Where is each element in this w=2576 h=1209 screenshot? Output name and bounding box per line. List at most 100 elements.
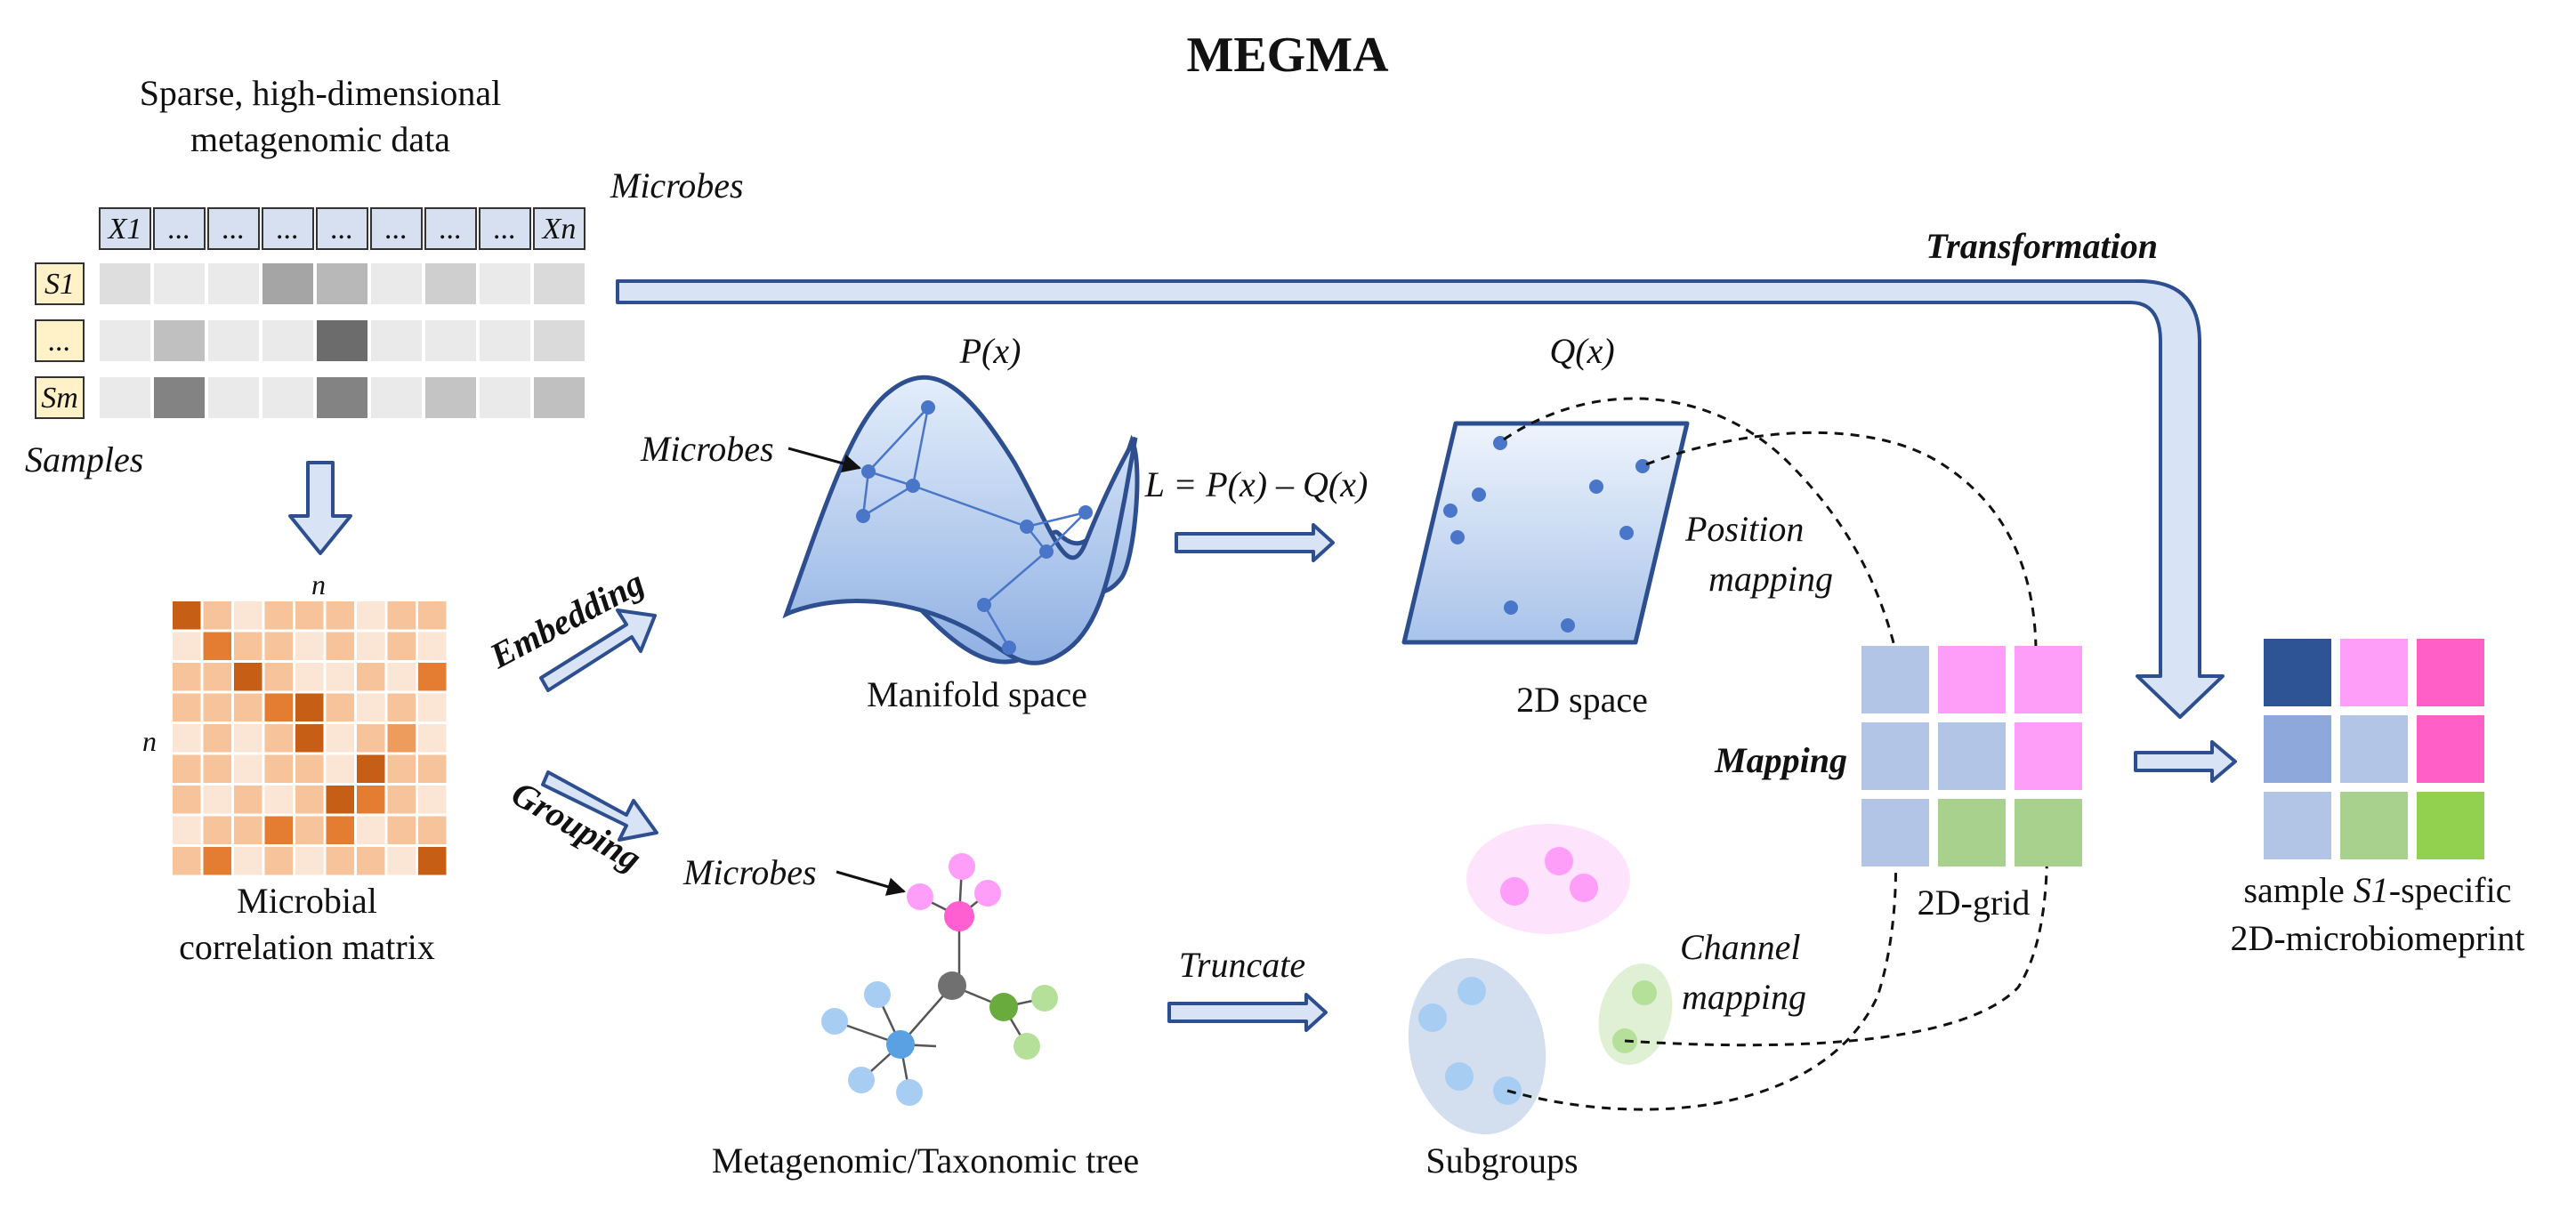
diagram-title: MEGMA bbox=[1186, 28, 1389, 83]
matrix-cell bbox=[326, 816, 354, 844]
pink-subgroup bbox=[1466, 824, 1630, 934]
matrix-cell bbox=[387, 663, 416, 691]
matrix-cell bbox=[264, 786, 293, 814]
matrix-cell bbox=[173, 754, 201, 783]
column-header-cell bbox=[533, 207, 585, 250]
matrix-cell bbox=[387, 816, 416, 844]
matrix-label-line2: correlation matrix bbox=[179, 927, 435, 967]
matrix-cell bbox=[357, 816, 385, 844]
matrix-cell bbox=[326, 693, 354, 721]
grid-2d-cell bbox=[1938, 646, 2006, 713]
output-cell bbox=[2264, 639, 2331, 706]
matrix-label-line1: Microbial bbox=[237, 881, 377, 921]
matrix-cell bbox=[326, 847, 354, 875]
space-2d-section: Q(x) 2D space bbox=[1401, 331, 1690, 720]
data-cell bbox=[480, 377, 530, 418]
matrix-cell bbox=[418, 724, 447, 753]
matrix-cell bbox=[234, 693, 262, 721]
data-cell bbox=[208, 377, 259, 418]
data-cell bbox=[154, 377, 205, 418]
column-header-cell bbox=[316, 207, 368, 250]
matrix-cell bbox=[203, 754, 231, 783]
column-header-label: ... bbox=[222, 213, 246, 246]
manifold-space-label: Manifold space bbox=[867, 674, 1087, 714]
input-microbes-label: Microbes bbox=[610, 165, 744, 206]
data-cell bbox=[534, 320, 585, 361]
grid-2d-cell bbox=[1938, 722, 2006, 790]
correlation-matrix bbox=[173, 601, 447, 875]
matrix-cell bbox=[234, 816, 262, 844]
data-cell bbox=[317, 377, 367, 418]
samples-label: Samples bbox=[25, 439, 143, 480]
tree-to-subgroups-arrow bbox=[1167, 993, 1328, 1032]
matrix-cell bbox=[387, 632, 416, 660]
data-cell bbox=[262, 377, 313, 418]
data-cell bbox=[100, 377, 150, 418]
matrix-cell bbox=[387, 847, 416, 875]
channel-mapping-line2: mapping bbox=[1682, 977, 1806, 1017]
matrix-cell bbox=[203, 724, 231, 753]
matrix-cell bbox=[264, 754, 293, 783]
data-cell bbox=[425, 320, 476, 361]
matrix-cell bbox=[234, 632, 262, 660]
mapping-label: Mapping bbox=[1714, 740, 1847, 780]
matrix-cell bbox=[203, 786, 231, 814]
matrix-cell bbox=[326, 754, 354, 783]
matrix-cell bbox=[203, 601, 231, 630]
grid-2d-cell bbox=[2015, 799, 2082, 866]
matrix-cell bbox=[295, 847, 324, 875]
output-label-suffix: -specific bbox=[2389, 870, 2512, 910]
data-cell bbox=[371, 320, 422, 361]
grid-2d-cell bbox=[1861, 722, 1929, 790]
manifold-microbes-label: Microbes bbox=[640, 429, 774, 469]
plane-2d bbox=[1401, 421, 1690, 645]
column-header-cell bbox=[424, 207, 477, 250]
matrix-cell bbox=[203, 693, 231, 721]
data-cell bbox=[534, 263, 585, 304]
position-mapping-line1: Position bbox=[1684, 509, 1804, 549]
matrix-cell bbox=[295, 754, 324, 783]
column-header-label: X1 bbox=[107, 213, 142, 246]
correlation-matrix-section: n n Microbial correlation matrix bbox=[142, 568, 447, 967]
manifold-space-section: P(x) Microbes Man bbox=[640, 331, 1140, 714]
matrix-cell bbox=[357, 663, 385, 691]
column-header-label: ... bbox=[385, 213, 408, 246]
data-cell bbox=[425, 377, 476, 418]
grid-2d-cell bbox=[2015, 646, 2082, 713]
data-cell bbox=[262, 263, 313, 304]
output-cell bbox=[2417, 792, 2484, 859]
matrix-cell bbox=[295, 693, 324, 721]
matrix-cell bbox=[173, 786, 201, 814]
column-header-cell bbox=[262, 207, 314, 250]
matrix-cell bbox=[173, 724, 201, 753]
matrix-cell bbox=[203, 663, 231, 691]
matrix-cell bbox=[234, 847, 262, 875]
matrix-cell bbox=[418, 816, 447, 844]
matrix-cell bbox=[173, 847, 201, 875]
grid-to-output-arrow bbox=[2134, 740, 2237, 783]
matrix-cell bbox=[418, 663, 447, 691]
matrix-cell bbox=[326, 786, 354, 814]
taxonomic-tree-section: Microbes bbox=[682, 852, 1139, 1181]
space-2d-label: 2D space bbox=[1516, 680, 1648, 720]
matrix-cell bbox=[357, 693, 385, 721]
output-cell bbox=[2340, 715, 2408, 783]
output-cell bbox=[2264, 715, 2331, 783]
matrix-cell bbox=[418, 632, 447, 660]
data-cell bbox=[480, 263, 530, 304]
data-cell bbox=[317, 263, 367, 304]
matrix-cell bbox=[295, 632, 324, 660]
data-cell bbox=[100, 263, 150, 304]
column-header-cell bbox=[99, 207, 151, 250]
data-cell bbox=[208, 320, 259, 361]
matrix-cell bbox=[357, 601, 385, 630]
input-title-line2: metagenomic data bbox=[190, 119, 450, 159]
matrix-cell bbox=[357, 847, 385, 875]
tree-label: Metagenomic/Taxonomic tree bbox=[712, 1140, 1139, 1181]
matrix-cell bbox=[264, 724, 293, 753]
output-cell bbox=[2340, 792, 2408, 859]
row-header-label: ... bbox=[48, 325, 71, 358]
row-header-cell bbox=[35, 319, 85, 362]
matrix-cell bbox=[234, 601, 262, 630]
tree-microbes-pointer bbox=[836, 870, 907, 896]
